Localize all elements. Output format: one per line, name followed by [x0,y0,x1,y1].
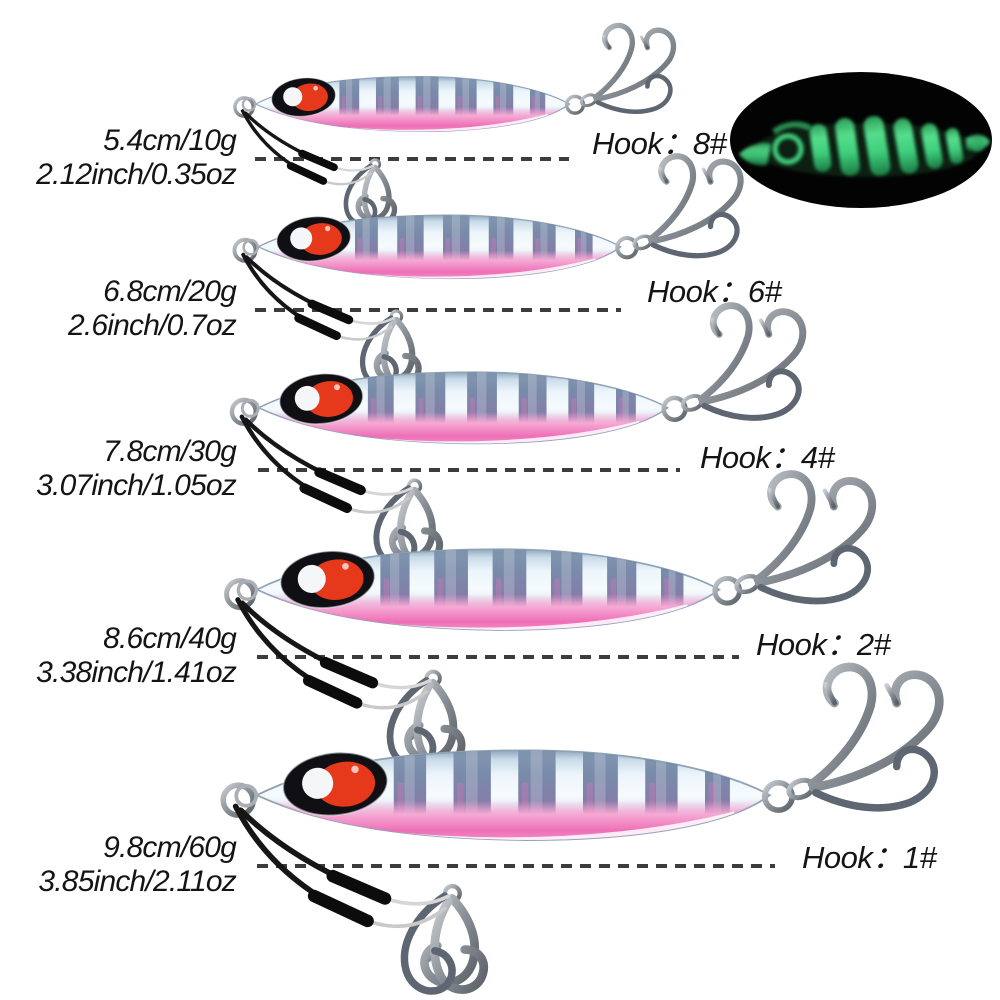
lure-eye [279,550,376,610]
size-label: 7.8cm/30g 3.07inch/1.05oz [0,435,237,503]
size-label-metric: 6.8cm/20g [103,275,237,308]
tail-treble-hook [661,302,807,423]
separator-dashed-line [258,468,680,472]
size-label-imperial: 2.12inch/0.35oz [36,158,237,191]
separator-dashed-line [257,655,739,659]
size-label: 6.8cm/20g 2.6inch/0.7oz [0,275,237,343]
hook-size-label: Hook：2# [756,627,891,662]
size-label-metric: 5.4cm/10g [103,124,237,157]
size-label-metric: 7.8cm/30g [103,435,237,468]
lure-eye [279,373,364,425]
size-label-metric: 9.8cm/60g [103,831,237,864]
size-label-metric: 8.6cm/40g [103,622,237,655]
tail-treble-hook [712,470,877,606]
size-label-imperial: 3.38inch/1.41oz [36,656,237,689]
tail-treble-hook [762,662,944,813]
separator-dashed-line [257,864,775,868]
lure-eye [270,77,336,117]
jig-lure-image [220,662,944,995]
jig-lure-image [224,470,877,770]
size-label: 9.8cm/60g 3.85inch/2.11oz [0,831,236,899]
separator-dashed-line [255,157,569,161]
lure-eye [275,216,351,262]
lure-eye [282,751,389,817]
separator-dashed-line [255,308,621,312]
hook-size-label: Hook：6# [647,274,782,309]
tail-treble-hook [564,22,676,115]
lure-body [254,749,772,841]
size-label-imperial: 3.07inch/1.05oz [36,469,237,502]
jig-lure-image [232,153,744,388]
jig-lure-image [232,22,676,227]
assist-hook-rig [233,803,489,995]
glow-in-dark-lure-badge [730,72,992,208]
size-label: 5.4cm/10g 2.12inch/0.35oz [0,124,237,192]
hook-size-label: Hook：8# [592,126,727,161]
lure-body [255,548,722,632]
size-label-imperial: 3.85inch/2.11oz [38,865,236,898]
glow-stripes [739,116,990,177]
size-label: 8.6cm/40g 3.38inch/1.41oz [0,622,237,690]
hook-size-label: Hook：1# [802,840,937,875]
hook-size-label: Hook：4# [700,440,835,475]
tail-treble-hook [615,153,744,260]
size-label-imperial: 2.6inch/0.7oz [67,309,237,342]
